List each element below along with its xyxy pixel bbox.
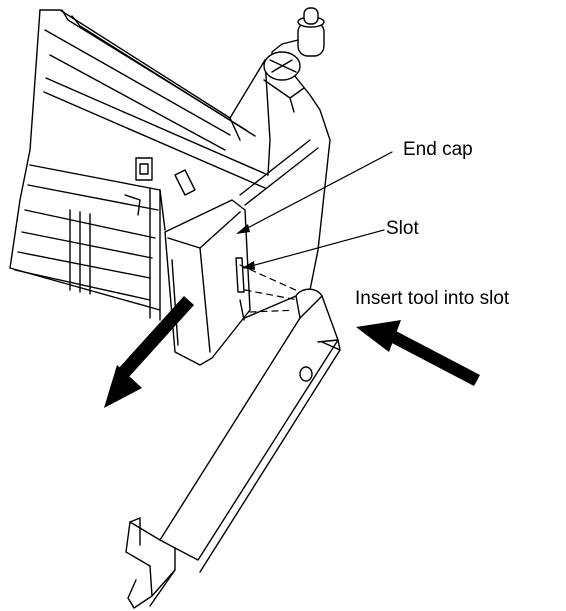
end-cap-leader [237, 151, 393, 234]
insert-tool-label: Insert tool into slot [355, 288, 510, 309]
slot-leader [243, 229, 385, 269]
tool [125, 288, 341, 609]
front-grill [14, 157, 196, 321]
insert-arrow-icon [356, 320, 480, 386]
printer-unit [9, 9, 331, 321]
end-cap [164, 199, 251, 366]
end-cap-label: End cap [403, 139, 473, 160]
alignment-guide [239, 264, 301, 313]
leader-lines [237, 151, 393, 269]
pull-arrow-icon [104, 296, 194, 408]
end-cap-arrowhead [236, 224, 250, 234]
slot-arrowhead [242, 261, 255, 270]
slot-label: Slot [386, 218, 419, 239]
screw-icon [263, 7, 325, 113]
